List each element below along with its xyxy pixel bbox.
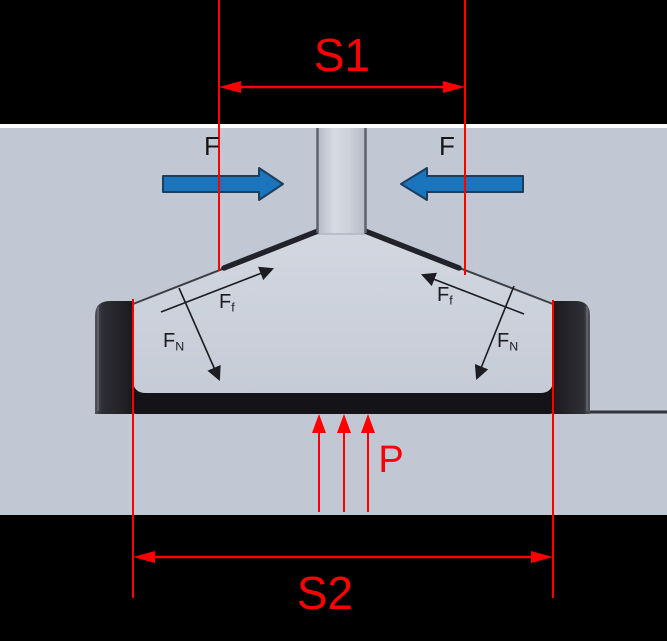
pressure-label: P: [378, 439, 404, 481]
bottom-black-band: [0, 515, 667, 641]
s2-dimension-arrow: [133, 551, 553, 563]
applied-force-label-left: F: [204, 131, 220, 161]
seat-block-left: [95, 301, 133, 414]
normal-label-right-main: F: [497, 330, 510, 352]
normal-label-right-sub: N: [509, 339, 519, 354]
normal-label-left-sub: N: [175, 339, 185, 354]
contact-band-right: [362, 228, 462, 271]
friction-label-right: Ff: [437, 285, 453, 307]
top-black-band: [0, 0, 667, 124]
s1-dimension-arrow: [219, 81, 465, 93]
normal-label-left-main: F: [163, 330, 176, 352]
friction-label-right-main: F: [437, 284, 450, 306]
contact-band-left: [221, 228, 321, 271]
seat-block-right: [553, 301, 590, 414]
pressure-arrows: [312, 414, 375, 512]
friction-label-left-main: F: [219, 291, 232, 313]
s2-label: S2: [296, 567, 354, 619]
s1-label: S1: [313, 29, 371, 81]
applied-force-arrow-left: [162, 167, 284, 201]
normal-label-right: FN: [497, 331, 518, 353]
normal-vector-right: [474, 285, 515, 381]
friction-label-left: Ff: [219, 292, 235, 314]
friction-vector-right: [420, 272, 525, 315]
top-highlight-line: [0, 124, 667, 128]
poppet-stem: [318, 128, 365, 233]
poppet-face: [133, 232, 553, 393]
friction-vector-left: [160, 266, 275, 313]
applied-force-arrow-right: [400, 167, 524, 201]
normal-label-left: FN: [163, 331, 184, 353]
applied-force-label-right: F: [439, 131, 455, 161]
friction-label-left-sub: f: [231, 300, 235, 315]
friction-label-right-sub: f: [449, 293, 453, 308]
normal-vector-left: [178, 287, 221, 381]
